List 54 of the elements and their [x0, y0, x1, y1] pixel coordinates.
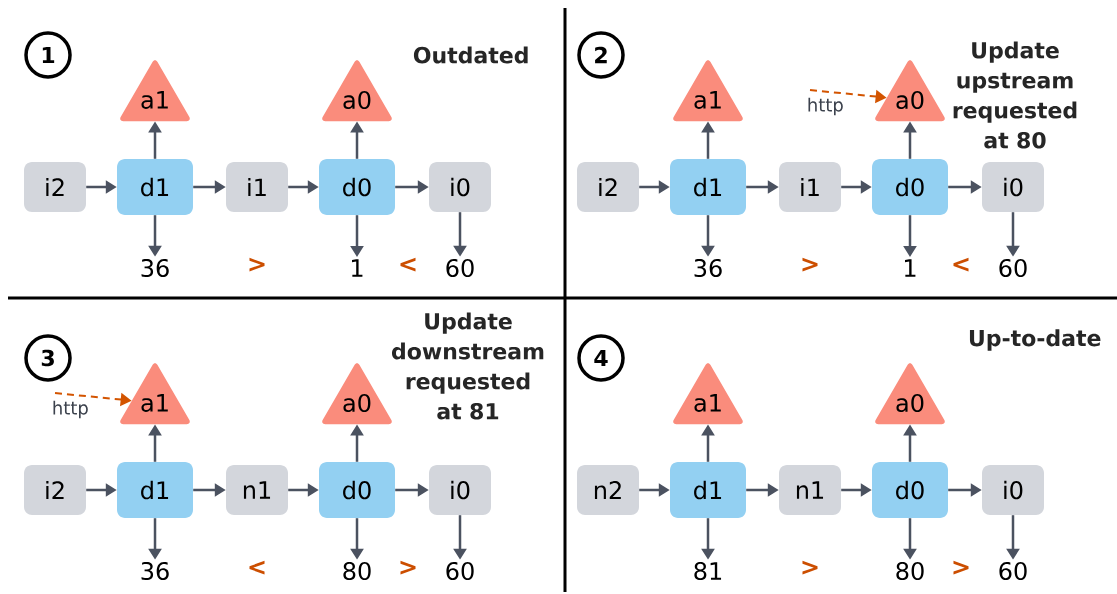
artifact-triangle: a0 — [875, 363, 945, 425]
artifact-triangle: a1 — [120, 363, 190, 425]
comparison-sign: < — [953, 257, 969, 272]
rounded-box: d0 — [319, 159, 395, 215]
rounded-box: n2 — [577, 465, 639, 515]
rounded-box: d0 — [319, 462, 395, 518]
panel-title: Up-to-date — [969, 329, 1101, 351]
number-text: 80 — [343, 561, 371, 581]
comparison-sign: > — [953, 560, 969, 575]
rounded-box: d0 — [872, 159, 948, 215]
rounded-box: d0 — [872, 462, 948, 518]
comparison-sign: > — [802, 560, 818, 575]
rounded-box: i1 — [779, 162, 841, 212]
rounded-box: i0 — [982, 465, 1044, 515]
rounded-box: i2 — [24, 162, 86, 212]
number-text: 36 — [141, 561, 169, 581]
comparison-sign: < — [249, 560, 265, 575]
number-text: 60 — [446, 561, 474, 581]
rounded-box: i0 — [982, 162, 1044, 212]
rounded-box: i0 — [429, 465, 491, 515]
rounded-box: d1 — [670, 462, 746, 518]
artifact-triangle: a0 — [322, 60, 392, 122]
rounded-box: n1 — [779, 465, 841, 515]
number-text: 60 — [446, 258, 474, 278]
number-text: 36 — [141, 258, 169, 278]
number-text: 80 — [896, 561, 924, 581]
panel-title: Update upstream requested at 80 — [953, 41, 1077, 149]
rounded-box: i0 — [429, 162, 491, 212]
panel-title: Outdated — [413, 46, 528, 64]
comparison-sign: > — [802, 257, 818, 272]
number-text: 60 — [999, 258, 1027, 278]
number-text: 60 — [999, 561, 1027, 581]
comparison-sign: > — [249, 257, 265, 272]
artifact-triangle: a1 — [673, 60, 743, 122]
artifact-triangle: a1 — [673, 363, 743, 425]
rounded-box: i2 — [24, 465, 86, 515]
rounded-box: d1 — [670, 159, 746, 215]
rounded-box: d1 — [117, 159, 193, 215]
artifact-triangle: a0 — [322, 363, 392, 425]
artifact-triangle: a1 — [120, 60, 190, 122]
comparison-sign: < — [400, 257, 416, 272]
edge-label: http — [50, 399, 90, 420]
rounded-box: i1 — [226, 162, 288, 212]
panel-title: Update downstream requested at 81 — [392, 312, 544, 420]
artifact-triangle: a0 — [875, 60, 945, 122]
number-text: 1 — [905, 259, 916, 277]
rounded-box: i2 — [577, 162, 639, 212]
comparison-sign: > — [400, 560, 416, 575]
number-text: 1 — [352, 259, 363, 277]
edge-label: http — [805, 96, 845, 117]
number-text: 36 — [694, 258, 722, 278]
number-text: 81 — [694, 561, 722, 581]
rounded-box: d1 — [117, 462, 193, 518]
rounded-box: n1 — [226, 465, 288, 515]
